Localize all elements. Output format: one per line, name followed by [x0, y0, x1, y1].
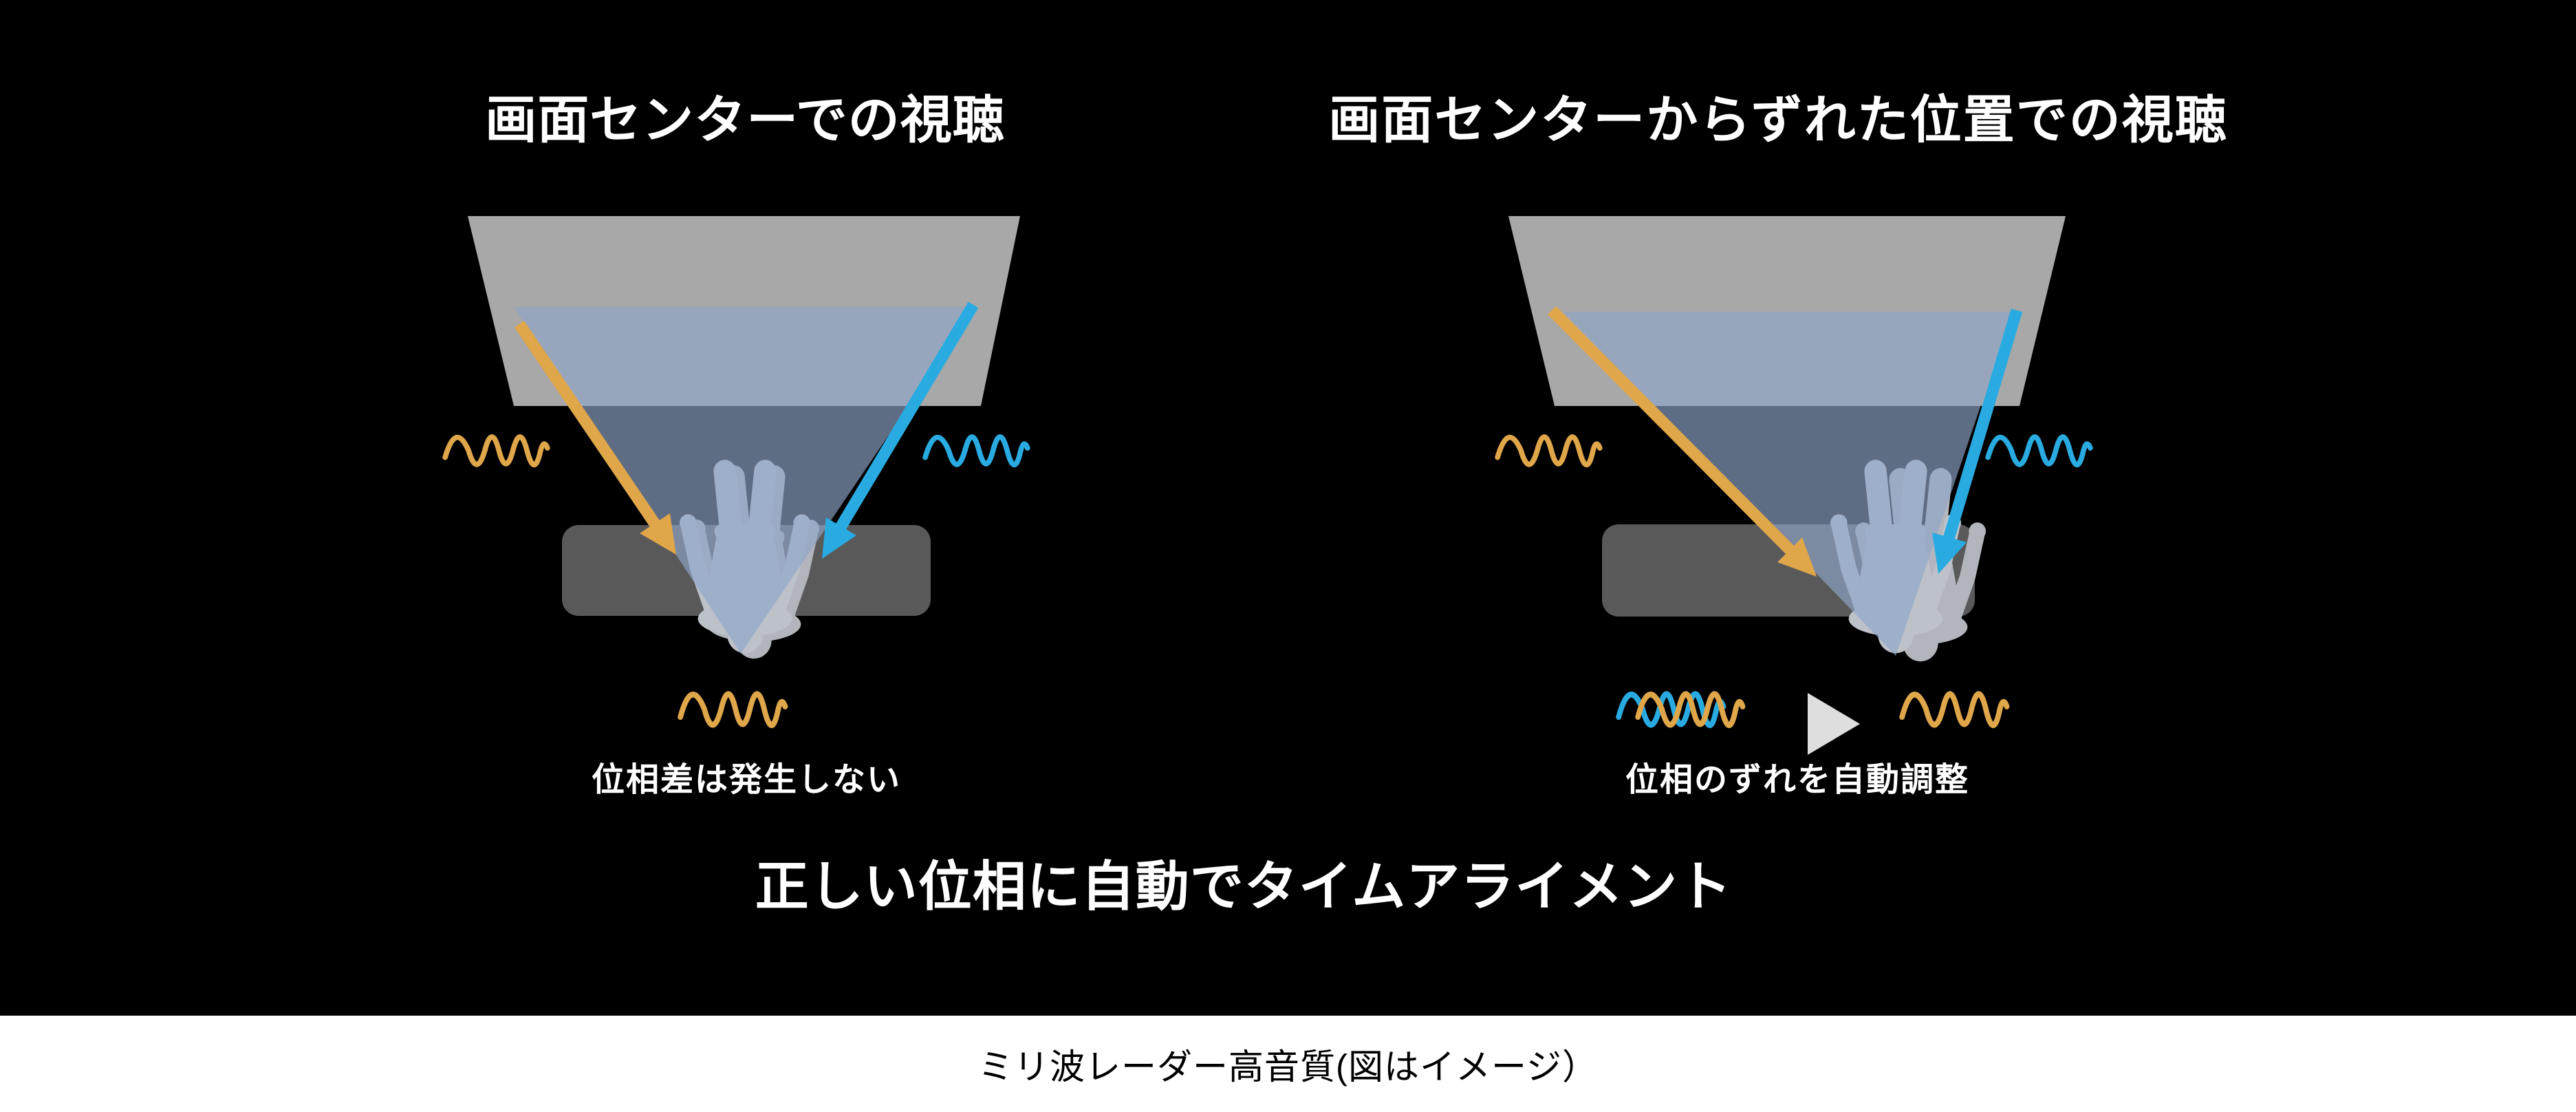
panel-caption-right: 位相のずれを自動調整	[1625, 762, 1970, 798]
sound-beam-left	[514, 307, 975, 654]
footer-label: ミリ波レーダー高音質(図はイメージ）	[978, 1047, 1598, 1087]
right-speaker-arrow-blue	[822, 301, 979, 559]
in-phase-wave-orange-icon	[680, 694, 785, 725]
sound-beam-right	[1563, 312, 2013, 656]
panel-title-left: 画面センターでの視聴	[485, 92, 1005, 149]
left-speaker-arrow-orange-right-panel	[1547, 306, 1817, 577]
left-sound-wave-orange-icon	[445, 437, 548, 464]
play-triangle-icon	[1808, 693, 1860, 755]
panel-left-graphic	[445, 216, 1028, 725]
right-speaker-arrow-blue-right-panel	[1932, 308, 2023, 574]
left-sound-wave-orange-icon	[1497, 437, 1600, 464]
panel-caption-left: 位相差は発生しない	[591, 762, 902, 798]
right-sound-wave-blue-icon	[1988, 437, 2090, 464]
panel-right-graphic	[1497, 216, 2090, 755]
right-sound-wave-blue-icon	[925, 437, 1028, 464]
headline-statement: 正しい位相に自動でタイムアライメント	[755, 857, 1733, 917]
aligned-wave-orange-icon	[1902, 694, 2006, 725]
panel-title-right: 画面センターからずれた位置での視聴	[1328, 92, 2228, 149]
footer-strip: ミリ波レーダー高音質(図はイメージ）	[0, 1016, 2576, 1112]
left-speaker-arrow-orange	[514, 321, 676, 555]
